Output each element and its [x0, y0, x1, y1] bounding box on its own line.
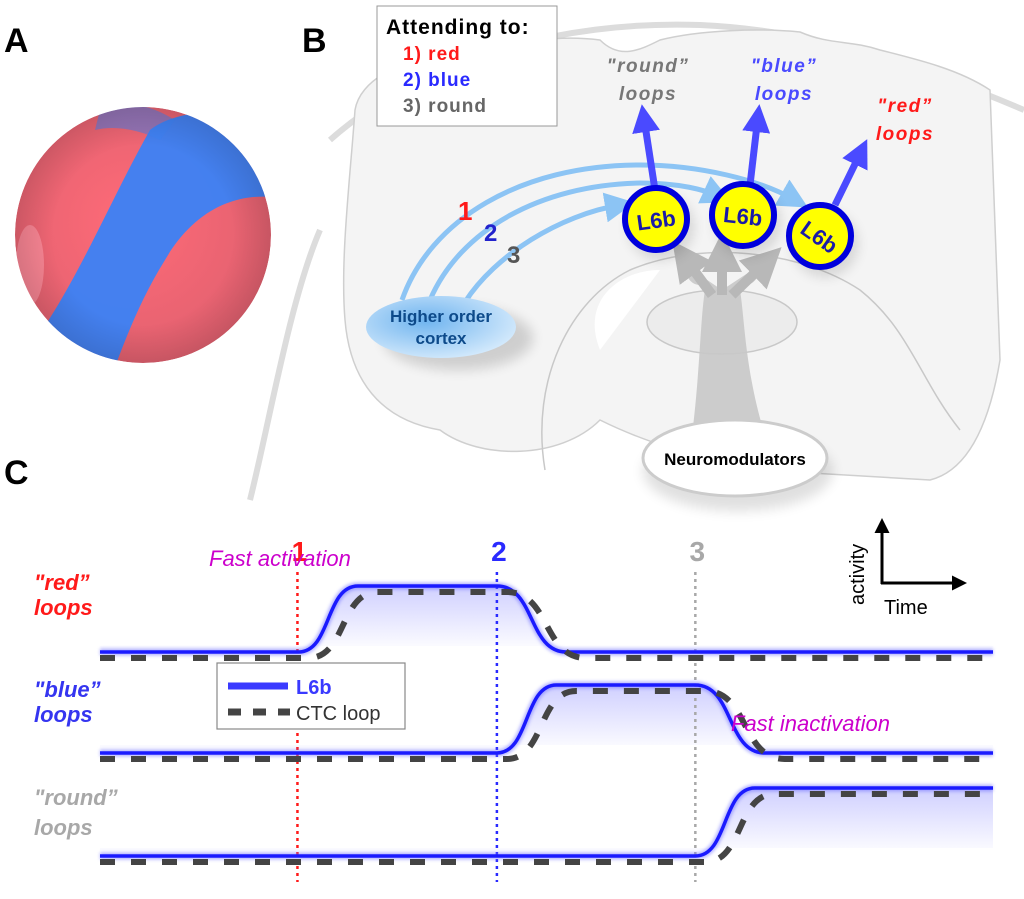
legend-solid-label: L6b: [296, 677, 332, 699]
loop-label-red: "red” loops: [876, 96, 934, 145]
fast-inactivation-annotation: Fast inactivation: [731, 711, 890, 736]
legend: L6b CTC loop: [216, 662, 406, 730]
attending-box: Attending to: 1) red 2) blue 3) round: [376, 5, 558, 127]
loop-label-round: "round” loops: [607, 56, 690, 105]
panel-letter-a: A: [4, 22, 29, 60]
l6b-trace-row-3: [100, 786, 993, 858]
svg-text:"blue”: "blue”: [751, 56, 818, 77]
output-arrow-red: [831, 139, 868, 207]
activity-axis-label: activity: [847, 544, 869, 605]
neuromodulators-label: Neuromodulators: [664, 450, 806, 469]
l6b-trace-row-2: [100, 683, 993, 755]
output-arrows: [632, 104, 868, 207]
svg-text:loops: loops: [876, 124, 934, 145]
event-marker-label-1: 1: [292, 536, 308, 567]
pathway-number-2: 2: [484, 220, 497, 247]
neuromodulators-node: Neuromodulators: [641, 418, 833, 511]
l6b-label-2: L6b: [722, 202, 764, 231]
pathway-number-1: 1: [458, 196, 472, 226]
ctc-loop-trace-row-3: [100, 791, 993, 865]
event-marker-label-2: 2: [491, 536, 507, 567]
loop-label-blue: "blue” loops: [751, 56, 818, 105]
svg-text:loops: loops: [34, 595, 93, 620]
pathway-3: [462, 192, 635, 304]
svg-text:"round”: "round”: [607, 56, 690, 77]
fast-activation-annotation: Fast activation: [209, 546, 351, 571]
svg-text:loops: loops: [34, 702, 93, 727]
ctc-loop-trace-row-2: [100, 688, 993, 762]
svg-text:"blue”: "blue”: [34, 677, 101, 702]
output-arrow-round: [632, 104, 660, 191]
attending-item-red: 1) red: [403, 44, 461, 65]
pathway-2: [427, 176, 732, 301]
attending-item-blue: 2) blue: [403, 70, 471, 91]
axes-indicator: activity Time: [847, 518, 967, 619]
activity-timeline: [100, 572, 993, 882]
panel-letter-b: B: [302, 22, 327, 60]
row-label-round: "round” loops: [34, 785, 118, 840]
l6b-trace-row-1: [100, 584, 993, 654]
row-label-red: "red” loops: [34, 570, 93, 620]
pathway-1: [399, 162, 809, 301]
event-marker-label-3: 3: [690, 536, 706, 567]
l6b-neuron-1: L6b: [622, 185, 694, 260]
l6b-neuron-3: L6b: [786, 202, 858, 277]
row-label-blue: "blue” loops: [34, 677, 101, 727]
activity-fill-row-3: [100, 788, 993, 856]
ctc-loop-trace-row-1: [100, 589, 993, 661]
panel-letter-c: C: [4, 454, 29, 492]
neuromodulator-projection: [672, 232, 782, 450]
svg-text:"red”: "red”: [34, 570, 90, 595]
time-axis-label: Time: [884, 597, 928, 619]
svg-text:"round”: "round”: [34, 785, 118, 810]
higher-order-label-line1: Higher order: [390, 307, 492, 326]
svg-text:"red”: "red”: [877, 96, 933, 117]
attending-item-round: 3) round: [403, 96, 487, 117]
svg-text:loops: loops: [619, 84, 677, 105]
l6b-label-1: L6b: [635, 205, 677, 235]
higher-order-cortex-node: Higher order cortex: [366, 296, 533, 370]
svg-text:loops: loops: [34, 815, 93, 840]
attending-title: Attending to:: [386, 16, 530, 39]
svg-text:loops: loops: [755, 84, 813, 105]
legend-dashed-label: CTC loop: [296, 703, 380, 725]
higher-order-label-line2: cortex: [415, 329, 467, 348]
pathways: [399, 162, 809, 304]
l6b-neuron-2: L6b: [709, 181, 781, 256]
pathway-number-3: 3: [507, 242, 520, 269]
stimulus-sphere: [15, 107, 271, 363]
output-arrow-blue: [742, 104, 771, 186]
